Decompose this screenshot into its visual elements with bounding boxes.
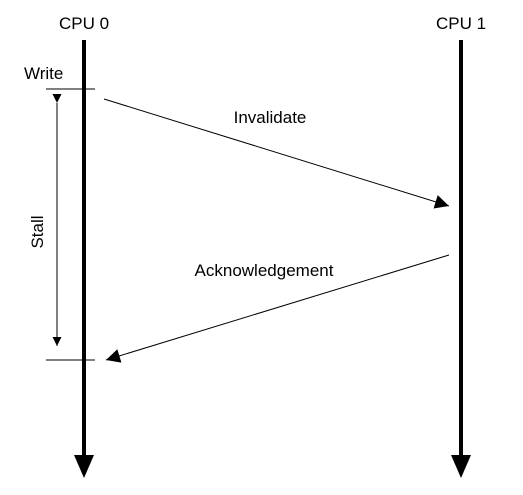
cpu1-label: CPU 1 xyxy=(436,14,486,33)
cpu1-lifeline-arrowhead xyxy=(451,455,471,478)
write-label: Write xyxy=(24,64,63,83)
acknowledgement-arrow xyxy=(105,254,450,363)
acknowledgement-label: Acknowledgement xyxy=(195,261,334,280)
cpu0-lifeline-arrowhead xyxy=(74,455,94,478)
stall-label: Stall xyxy=(28,215,47,248)
invalidate-label: Invalidate xyxy=(234,108,307,127)
cpu0-label: CPU 0 xyxy=(59,14,109,33)
invalidate-arrow xyxy=(103,98,450,209)
